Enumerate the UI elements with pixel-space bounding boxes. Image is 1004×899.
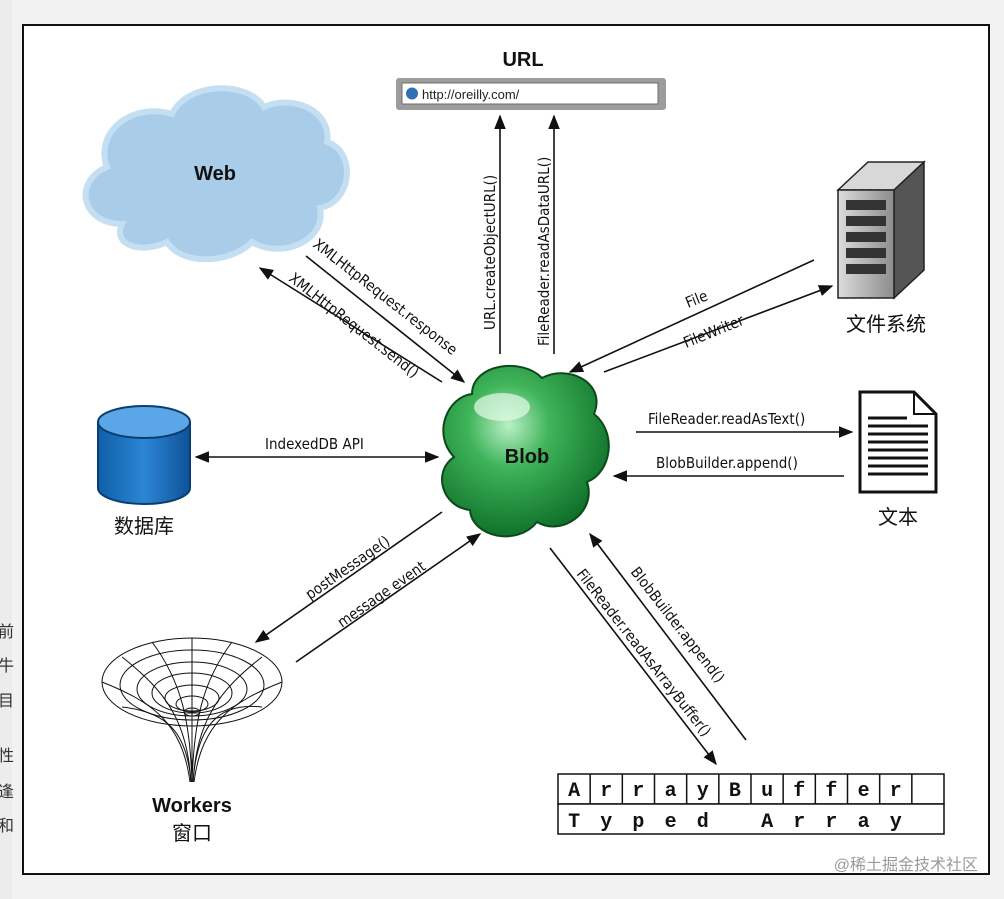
typed-array-row-cell: r: [825, 811, 837, 834]
array-buffer-row-cell: y: [697, 780, 709, 803]
arrow-xhr-send: [305, 255, 466, 383]
array-buffer-row-cell: f: [825, 780, 837, 803]
url-address-text: http://oreilly.com/: [422, 87, 520, 102]
label-read-as-data-url: FileReader.readAsDataURL(): [535, 157, 553, 346]
arrow-post-message: [254, 511, 443, 643]
array-buffer-row-cell: r: [890, 780, 902, 803]
web-cloud: Web: [82, 85, 350, 263]
typed-array-row-cell: A: [761, 811, 773, 834]
watermark: @稀土掘金技术社区: [833, 857, 978, 874]
text-doc-label: 文本: [878, 505, 918, 529]
array-buffer-row-cell: r: [600, 780, 612, 803]
left-margin-strip: 前 牛 目 性 逢 和: [0, 0, 15, 899]
workers-sublabel: 窗口: [172, 821, 212, 845]
label-read-as-text: FileReader.readAsText(): [648, 410, 805, 428]
typed-array-row-cell: p: [632, 811, 644, 834]
web-label: Web: [194, 163, 236, 185]
blob-label: Blob: [505, 446, 549, 468]
blob-node: Blob: [441, 364, 610, 538]
label-create-object-url: URL.createObjectURL(): [481, 175, 499, 330]
strip-glyph: 前: [0, 622, 15, 641]
label-blob-builder-append-text: BlobBuilder.append(): [656, 454, 798, 472]
workers-label: Workers: [152, 795, 232, 817]
globe-icon: [406, 87, 418, 100]
arrow-blob-builder-append-buffer: [589, 532, 747, 741]
workers-funnel-icon: [101, 637, 283, 783]
strip-glyph: 目: [0, 691, 15, 710]
server-icon: [836, 160, 926, 300]
file-system-label: 文件系统: [846, 312, 926, 336]
array-buffer-row-cell: u: [761, 780, 773, 803]
array-buffer-row-cell: A: [568, 780, 580, 803]
strip-glyph: 逢: [0, 782, 15, 801]
blob-diagram: URL http://oreilly.com/ Web: [82, 49, 945, 845]
arrow-file: [568, 259, 815, 373]
arrow-read-as-array-buffer: [549, 547, 717, 766]
label-indexeddb: IndexedDB API: [265, 435, 364, 453]
strip-glyph: 牛: [0, 656, 15, 675]
diagram-frame: URL http://oreilly.com/ Web: [22, 24, 990, 875]
typed-array-row-cell: y: [600, 811, 612, 834]
url-address-bar: http://oreilly.com/: [396, 78, 666, 110]
typed-array-row-cell: e: [665, 811, 677, 834]
typed-array-row-cell: d: [697, 811, 709, 834]
typed-array-row-cell: a: [858, 811, 870, 834]
strip-glyph: 性: [0, 746, 15, 765]
database-label: 数据库: [114, 514, 174, 538]
label-xhr-send: XMLHttpRequest.send(): [286, 269, 423, 382]
document-icon: [858, 390, 938, 494]
arrow-message-event: [295, 533, 482, 663]
label-file: File: [683, 287, 711, 312]
array-buffer-row-cell: r: [632, 780, 644, 803]
strip-glyph: 和: [0, 816, 15, 835]
array-buffer-row-cell: f: [793, 780, 805, 803]
typed-array-row-cell: T: [568, 811, 580, 834]
array-buffer-row-cell: e: [858, 780, 870, 803]
url-title: URL: [502, 49, 543, 71]
typed-array-row-cell: r: [793, 811, 805, 834]
typed-array-row-cell: y: [890, 811, 902, 834]
array-buffer-row-cell: B: [729, 780, 741, 803]
array-buffer-row-cell: a: [665, 780, 677, 803]
arrow-xhr-response: [258, 267, 443, 383]
arrow-file-writer: [603, 285, 834, 373]
database-icon: [97, 405, 191, 505]
